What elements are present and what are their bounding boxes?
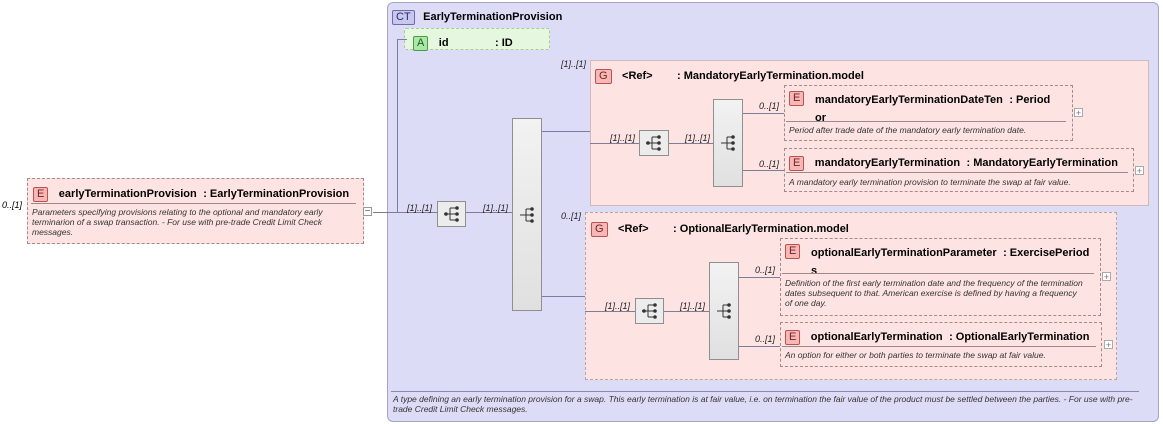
root-element-box[interactable] (27, 178, 364, 244)
choice-node[interactable] (512, 118, 542, 311)
mandatory-group-cardinality: [1]..[1] (561, 59, 587, 69)
mandatory-element-2-box[interactable] (784, 148, 1134, 192)
mandatory-element-1-header: E mandatoryEarlyTerminationDateTen : Per… (789, 90, 1069, 126)
collapse-toggle[interactable]: − (363, 206, 372, 217)
connector (590, 143, 639, 144)
mandatory-group-badge: G (595, 69, 612, 84)
optional-element-2-divider (782, 346, 1096, 347)
mandatory-element-1-type: : Period (1009, 94, 1051, 106)
mandatory-element-1-divider (786, 121, 1066, 122)
connector (743, 113, 784, 114)
expand-toggle[interactable]: + (1074, 108, 1083, 118)
attribute-type: : ID (495, 37, 513, 49)
optional-element-1-name: optionalEarlyTerminationParameter (811, 247, 997, 259)
mandatory-element-1-cardinality: 0..[1] (759, 101, 780, 111)
mandatory-inner-cardinality: [1]..[1] (685, 133, 711, 143)
connector (397, 39, 398, 212)
optional-element-1-divider (782, 273, 1094, 274)
expand-toggle[interactable]: + (1102, 272, 1111, 282)
optional-group-ref: <Ref> (618, 223, 649, 235)
optional-element-1-doc: Definition of the first early terminatio… (785, 278, 1083, 308)
connector (373, 212, 437, 213)
mandatory-group-ref: <Ref> (622, 70, 653, 82)
mandatory-element-2-name: mandatoryEarlyTermination (814, 157, 961, 169)
optional-sequence-node[interactable] (635, 298, 664, 324)
mandatory-element-2-badge: E (789, 156, 805, 171)
attribute-row: A id : ID (413, 33, 513, 51)
optional-element-1-cardinality: 0..[1] (755, 265, 776, 275)
mandatory-element-1-name: mandatoryEarlyTerminationDateTen (815, 94, 1003, 106)
connector (397, 39, 407, 40)
root-element-badge: E (33, 187, 49, 202)
mandatory-seq-cardinality: [1]..[1] (610, 133, 636, 143)
mandatory-element-2-divider (786, 172, 1128, 173)
mandatory-element-1-badge: E (789, 91, 805, 106)
complex-type-doc: A type defining an early termination pro… (393, 394, 1133, 414)
root-element-name: earlyTerminationProvision (58, 188, 197, 200)
attribute-name: id (438, 37, 449, 49)
mandatory-group-name: : MandatoryEarlyTermination.model (677, 70, 864, 82)
connector (541, 296, 585, 297)
choice-icon (721, 135, 735, 151)
mandatory-element-1-name-cont: or (815, 112, 826, 124)
mandatory-element-2-header: E mandatoryEarlyTermination : MandatoryE… (789, 153, 1118, 171)
connector (664, 311, 709, 312)
connector (585, 311, 635, 312)
mandatory-element-1-doc: Period after trade date of the mandatory… (789, 125, 1027, 135)
optional-group-header: G <Ref> : OptionalEarlyTermination.model (591, 219, 849, 237)
optional-element-2-cardinality: 0..[1] (755, 334, 776, 344)
optional-seq-cardinality: [1]..[1] (605, 301, 631, 311)
optional-element-1-header: E optionalEarlyTerminationParameter : Ex… (785, 243, 1097, 279)
optional-element-2-badge: E (785, 330, 801, 345)
optional-element-2-name: optionalEarlyTermination (810, 331, 943, 343)
optional-element-2-header: E optionalEarlyTermination : OptionalEar… (785, 327, 1089, 345)
expand-toggle[interactable]: + (1135, 166, 1144, 176)
optional-group-badge: G (591, 222, 608, 237)
mandatory-element-2-doc: A mandatory early termination provision … (789, 177, 1071, 187)
root-element-cardinality: 0..[1] (2, 200, 23, 210)
root-element-doc: Parameters specifying provisions relatin… (32, 207, 323, 237)
connector (743, 170, 784, 171)
optional-inner-cardinality: [1]..[1] (680, 301, 706, 311)
connector (541, 131, 590, 132)
optional-element-1-name-cont: s (811, 265, 818, 277)
optional-element-2-type: : OptionalEarlyTermination (949, 331, 1090, 343)
mandatory-choice-node[interactable] (713, 99, 743, 187)
mandatory-sequence-node[interactable] (639, 130, 669, 156)
root-element-divider (31, 203, 356, 204)
mandatory-element-1-box[interactable] (784, 85, 1073, 141)
connector (466, 212, 513, 213)
connector (669, 143, 713, 144)
optional-element-1-type: : ExercisePeriod (1003, 247, 1090, 259)
attribute-badge: A (413, 36, 429, 51)
sequence-icon (443, 206, 459, 222)
complex-type-name: EarlyTerminationProvision (423, 11, 563, 23)
connector (739, 346, 780, 347)
optional-group-name: : OptionalEarlyTermination.model (673, 223, 849, 235)
optional-group-cardinality: 0..[1] (561, 211, 582, 221)
choice-icon (717, 303, 731, 319)
connector (739, 277, 780, 278)
expand-toggle[interactable]: + (1104, 340, 1113, 350)
mandatory-element-2-cardinality: 0..[1] (759, 159, 780, 169)
optional-element-1-badge: E (785, 244, 801, 259)
choice-icon (520, 206, 534, 223)
sequence-icon (641, 303, 657, 319)
complex-type-header: CT EarlyTerminationProvision (392, 7, 562, 25)
main-sequence-node[interactable] (437, 201, 466, 227)
mandatory-group-header: G <Ref> : MandatoryEarlyTermination.mode… (595, 66, 864, 84)
choice-cardinality: [1]..[1] (483, 203, 509, 213)
optional-element-2-box[interactable] (780, 322, 1102, 367)
root-element-type: : EarlyTerminationProvision (203, 188, 350, 200)
optional-choice-node[interactable] (709, 262, 739, 360)
optional-element-2-doc: An option for either or both parties to … (785, 350, 1046, 360)
main-sequence-cardinality: [1]..[1] (407, 203, 433, 213)
complex-type-badge: CT (392, 10, 415, 25)
mandatory-element-2-type: : MandatoryEarlyTermination (966, 157, 1118, 169)
sequence-icon (646, 135, 661, 151)
optional-element-1-box[interactable] (780, 238, 1101, 316)
root-element-header: E earlyTerminationProvision : EarlyTermi… (33, 184, 349, 202)
complex-type-divider (391, 391, 1139, 392)
